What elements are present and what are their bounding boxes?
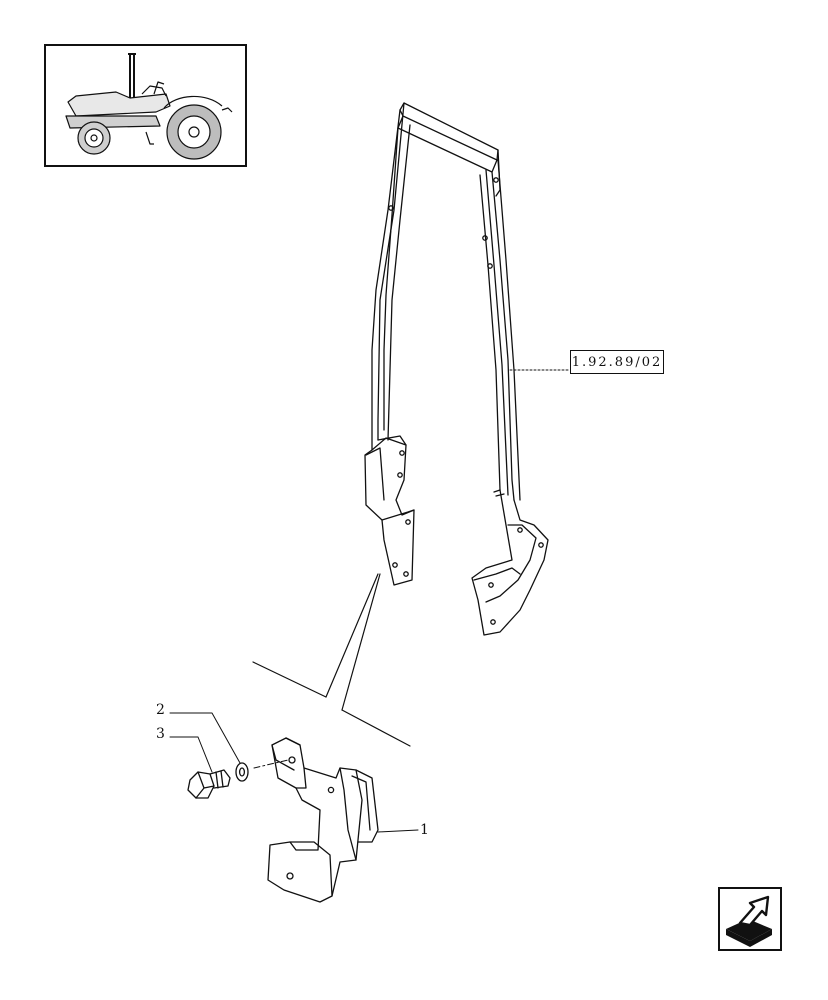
callout-leader-3	[169, 736, 213, 773]
detail-pointer	[252, 573, 411, 747]
callout-leader-1	[377, 829, 419, 833]
next-page-button[interactable]	[718, 887, 782, 951]
callout-leader-2	[169, 712, 241, 764]
assembly-axis	[253, 759, 289, 769]
tractor-thumbnail	[44, 44, 247, 167]
callout-1: 1	[420, 822, 429, 838]
part-2-washer	[235, 762, 249, 782]
rops-frame	[364, 102, 549, 636]
part-3-bolt	[187, 769, 231, 799]
part-1-bracket	[267, 737, 379, 903]
next-page-arrow-icon	[726, 895, 772, 947]
reference-label[interactable]: 1.92.89/02	[570, 350, 664, 374]
callout-2: 2	[156, 702, 165, 718]
callout-3: 3	[156, 726, 165, 742]
tractor-icon	[65, 53, 233, 160]
